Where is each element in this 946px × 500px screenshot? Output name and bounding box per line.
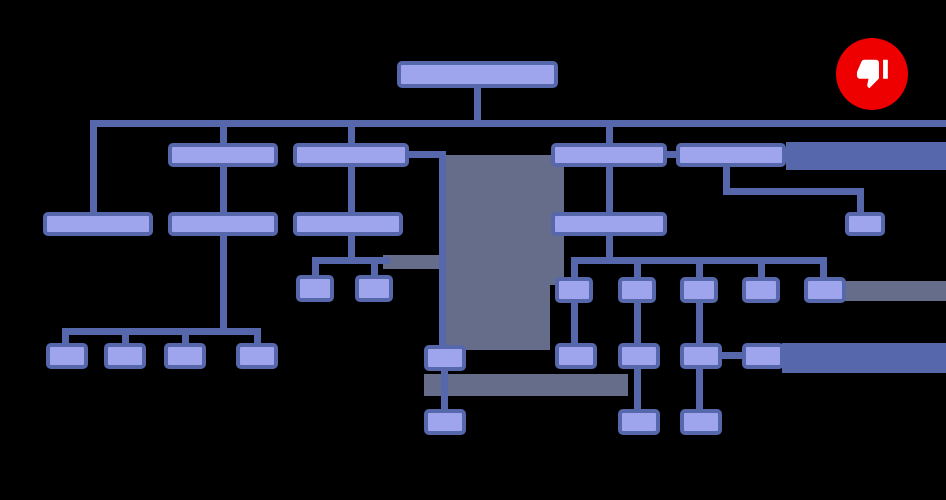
edge-c1-to-d <box>758 257 765 279</box>
runoff-bar-bottom <box>782 343 946 373</box>
node-leaf-left-4[interactable] <box>236 343 278 369</box>
node-leaf-runoff[interactable] <box>742 343 784 369</box>
edge-d-elbow-h <box>723 188 863 195</box>
edge-bus-to-c <box>606 120 613 144</box>
edge-b1-to-b1a <box>312 257 319 277</box>
thumbs-down-icon <box>853 55 891 93</box>
node-root[interactable] <box>397 61 558 88</box>
edge-c1-to-e <box>820 257 827 279</box>
node-leaf-left-1[interactable] <box>46 343 88 369</box>
edge-b-right-elbow-h <box>406 151 446 158</box>
runoff-bar-top <box>786 142 946 170</box>
node-child-b1a[interactable] <box>296 275 334 302</box>
edge-a1-down <box>220 235 227 333</box>
node-child-a1[interactable] <box>168 212 278 236</box>
node-child-c1b[interactable] <box>618 277 656 303</box>
thumbs-down-badge[interactable] <box>836 38 908 110</box>
edge-c1b-to-bottom <box>634 368 641 412</box>
node-child-b1b[interactable] <box>355 275 393 302</box>
edge-d-elbow-v1 <box>723 166 730 190</box>
node-child-c1a[interactable] <box>555 277 593 303</box>
node-leaf-left-top[interactable] <box>43 212 153 236</box>
node-leaf-left-2[interactable] <box>104 343 146 369</box>
edge-b-right-elbow-v <box>439 151 446 351</box>
node-branch-a[interactable] <box>168 143 278 167</box>
node-leaf-c1a-child[interactable] <box>555 343 597 369</box>
node-leaf-bottom-mid[interactable] <box>424 409 466 435</box>
edge-b1-to-b1b <box>371 257 378 277</box>
edge-c1-down <box>606 235 613 259</box>
edge-d-elbow-v2 <box>857 188 864 216</box>
node-leaf-bottom-2[interactable] <box>680 409 722 435</box>
node-child-c1[interactable] <box>551 212 667 236</box>
edge-bus-to-left <box>90 120 97 214</box>
edge-leftleaf-4 <box>254 328 261 346</box>
edge-a-to-a1 <box>220 166 227 214</box>
edge-leftleaf-2 <box>122 328 129 346</box>
edge-b1-bus <box>312 257 390 264</box>
edge-b-to-b1 <box>348 166 355 214</box>
edge-c1c-down <box>696 302 703 346</box>
edge-mid-to-bottom <box>441 368 448 412</box>
node-leaf-c1b-child[interactable] <box>618 343 660 369</box>
edge-b1-down <box>348 235 355 259</box>
node-child-c1e[interactable] <box>804 277 846 303</box>
edge-bus-to-b <box>348 120 355 144</box>
node-child-b1[interactable] <box>293 212 403 236</box>
edge-c1-to-a <box>571 257 578 279</box>
edge-root-down <box>474 88 481 123</box>
node-branch-c[interactable] <box>551 143 667 167</box>
runoff-bar-middle <box>845 281 946 301</box>
edge-c-to-c1 <box>606 166 613 214</box>
edge-leftleaf-3 <box>182 328 189 346</box>
edge-c1b-down <box>634 302 641 346</box>
edge-leftleaf-1 <box>62 328 69 346</box>
edge-c1c-to-bottom <box>696 368 703 412</box>
edge-c1-to-c <box>696 257 703 279</box>
overlay-panel-main <box>446 155 550 350</box>
edge-c1d-to-e <box>718 352 746 359</box>
edge-bus-to-a <box>220 120 227 144</box>
node-branch-d[interactable] <box>676 143 786 167</box>
edge-c1-to-b <box>634 257 641 279</box>
edge-level1-bus <box>90 120 946 127</box>
edge-c1a-down <box>571 302 578 346</box>
overlay-strip-bottom <box>424 374 628 396</box>
node-leaf-bottom-1[interactable] <box>618 409 660 435</box>
node-mid-selected[interactable] <box>424 345 466 371</box>
node-leaf-c1c-child[interactable] <box>680 343 722 369</box>
node-branch-b[interactable] <box>293 143 409 167</box>
overlay-strip-left <box>383 255 447 269</box>
edge-c-to-d <box>664 151 680 158</box>
node-child-c1c[interactable] <box>680 277 718 303</box>
edge-leftleaf-bus <box>62 328 255 335</box>
node-child-c1d[interactable] <box>742 277 780 303</box>
node-leaf-left-3[interactable] <box>164 343 206 369</box>
node-child-d1[interactable] <box>845 212 885 236</box>
